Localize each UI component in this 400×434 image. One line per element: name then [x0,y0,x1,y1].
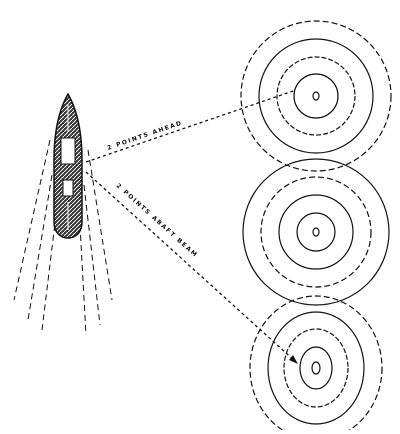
ship-icon [53,92,83,239]
bearing-line-abaft [85,171,297,363]
label-two-points-ahead: 2 POINTS AHEAD [106,119,183,151]
target-rings-bottom [249,295,383,434]
bearing-line-ahead [85,89,297,163]
label-two-points-abaft-beam: 2 POINTS ABAFT BEAM [115,182,199,259]
arrowhead-abaft [289,355,298,364]
target-rings-middle [242,158,390,306]
target-rings-top [240,20,392,172]
ship-wake [13,139,113,336]
